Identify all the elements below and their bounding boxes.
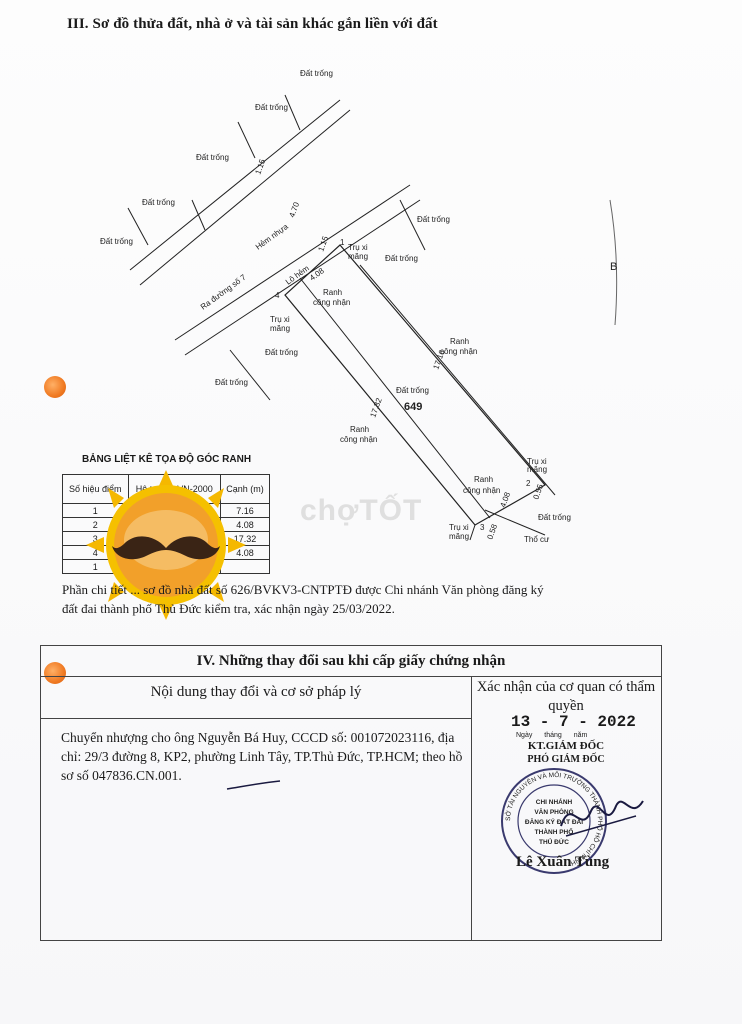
road-label: Ra đường số 7 bbox=[199, 272, 248, 311]
boundary-label: Ranh bbox=[323, 288, 342, 297]
pillar-label: Trụ xi bbox=[270, 315, 290, 324]
vacant-label: Đất trống bbox=[255, 103, 288, 112]
pillar-label: măng bbox=[348, 252, 368, 261]
boundary-label: công nhận bbox=[313, 298, 350, 307]
land-plot-diagram: Đất trống Đất trống Đất trống Đất trống … bbox=[100, 69, 617, 544]
orange-dot-icon bbox=[44, 376, 66, 398]
vacant-label: Đất trống bbox=[300, 69, 333, 78]
dim-small: 0.58 bbox=[485, 522, 499, 540]
initials-mark-icon bbox=[226, 780, 281, 790]
point-number: 1 bbox=[340, 238, 345, 247]
vacant-label: Đất trống bbox=[385, 254, 418, 263]
section-4-table: IV. Những thay đổi sau khi cấp giấy chứn… bbox=[40, 645, 662, 941]
dim-small: 0.55 bbox=[531, 482, 545, 500]
svg-text:VĂN PHÒNG: VĂN PHÒNG bbox=[534, 807, 573, 816]
point-number: 3 bbox=[480, 523, 485, 532]
column-divider bbox=[471, 676, 472, 940]
pillar-label: măng bbox=[527, 465, 547, 474]
pillar-label: măng bbox=[270, 324, 290, 333]
coord-table-title: BẢNG LIỆT KÊ TỌA ĐỘ GÓC RANH bbox=[82, 454, 252, 465]
point-number: 4 bbox=[275, 291, 280, 300]
vacant-label: Đất trống bbox=[417, 215, 450, 224]
pillar-label: Trụ xi bbox=[527, 457, 547, 466]
note-line: đất đai thành phố Thủ Đức kiểm tra, xác … bbox=[62, 601, 395, 616]
note-line: Phần chi tiết ... sơ đồ nhà đất số 626/B… bbox=[62, 582, 544, 597]
coord-col-edge: Cạnh (m) bbox=[220, 474, 270, 504]
boundary-label: Ranh bbox=[450, 337, 469, 346]
kt-director: KT.GIÁM ĐỐC bbox=[527, 740, 605, 752]
date-caption: Ngày tháng năm bbox=[516, 732, 588, 739]
official-stamp-icon: SỞ TÀI NGUYÊN VÀ MÔI TRƯỜNG THÀNH PHỐ HỒ… bbox=[501, 768, 607, 874]
svg-text:THỦ ĐỨC: THỦ ĐỨC bbox=[539, 837, 569, 846]
header-divider bbox=[41, 718, 471, 719]
watermark: chợTỐT bbox=[300, 494, 423, 527]
residential-label: Thổ cư bbox=[524, 535, 550, 544]
pillar-label: măng bbox=[449, 532, 469, 541]
confirmation-date: 13 - 7 - 2022 bbox=[511, 713, 636, 731]
vacant-label: Đất trống bbox=[100, 237, 133, 246]
vacant-label: Đất trống bbox=[265, 348, 298, 357]
authority-header: Xác nhận của cơ quan có thẩm quyền bbox=[476, 679, 656, 714]
boundary-label: Ranh bbox=[350, 425, 369, 434]
dim-top: 4.08 bbox=[308, 266, 326, 283]
changes-header: Nội dung thay đổi và cơ sở pháp lý bbox=[150, 684, 362, 700]
scale-mark: B bbox=[610, 261, 617, 273]
vacant-label: Đất trống bbox=[142, 198, 175, 207]
svg-text:ĐĂNG KÝ ĐẤT ĐAI: ĐĂNG KÝ ĐẤT ĐAI bbox=[525, 816, 583, 826]
alley-width: 4.70 bbox=[287, 200, 301, 218]
deputy-director: PHÓ GIÁM ĐỐC bbox=[527, 754, 605, 765]
vacant-label: Đất trống bbox=[538, 513, 571, 522]
section-3-title: III. Sơ đồ thửa đất, nhà ở và tài sản kh… bbox=[67, 16, 438, 32]
boundary-label: Ranh bbox=[474, 475, 493, 484]
lot-number: 649 bbox=[404, 401, 422, 413]
signature-icon bbox=[560, 800, 644, 837]
dim-small: 1.15 bbox=[316, 234, 330, 252]
lot-label: Đất trống bbox=[396, 386, 429, 395]
svg-text:CHI NHÁNH: CHI NHÁNH bbox=[536, 797, 573, 806]
verification-note: Phần chi tiết ... sơ đồ nhà đất số 626/B… bbox=[62, 580, 642, 618]
boundary-label: công nhận bbox=[340, 435, 377, 444]
vacant-label: Đất trống bbox=[196, 153, 229, 162]
orange-dot-icon bbox=[44, 662, 66, 684]
boundary-label: công nhận bbox=[440, 347, 477, 356]
pillar-label: Trụ xi bbox=[449, 523, 469, 532]
sun-mustache-sticker-icon bbox=[86, 470, 246, 620]
boundary-label: công nhận bbox=[463, 486, 500, 495]
dim-bottom: 4.08 bbox=[498, 490, 512, 508]
point-number: 2 bbox=[526, 479, 531, 488]
vacant-label: Đất trống bbox=[215, 378, 248, 387]
alley-label: Hẻm nhựa bbox=[254, 222, 290, 252]
change-content: Chuyển nhượng cho ông Nguyễn Bá Huy, CCC… bbox=[61, 730, 463, 783]
signer-name: Lê Xuân Tùng bbox=[516, 854, 610, 870]
section-4-title: IV. Những thay đổi sau khi cấp giấy chứn… bbox=[41, 646, 661, 677]
pillar-label: Trụ xi bbox=[348, 243, 368, 252]
svg-text:THÀNH PHỐ: THÀNH PHỐ bbox=[535, 826, 574, 836]
